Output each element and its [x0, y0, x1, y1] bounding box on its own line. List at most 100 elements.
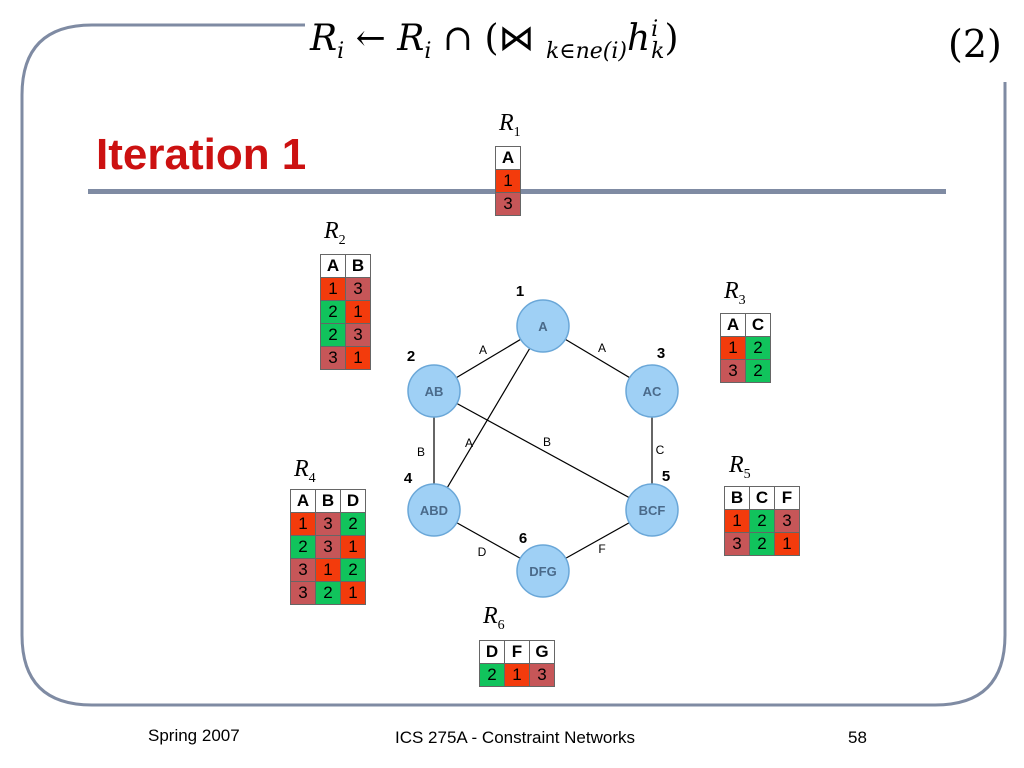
table-cell: 3 [774, 509, 800, 533]
label-R3: R3 [724, 278, 746, 309]
table-cell: 2 [749, 509, 775, 533]
table-cell: 1 [340, 535, 366, 559]
label-R3-letter: R [724, 278, 739, 304]
formula-cap: ∩ [442, 18, 474, 59]
formula-close: ) [664, 18, 679, 59]
table-cell: 1 [340, 581, 366, 605]
table-cell: 1 [345, 346, 371, 370]
formula-join: ⋈ [498, 18, 535, 59]
label-R4: R4 [294, 456, 316, 487]
table-cell: 3 [315, 535, 341, 559]
table-cell: 1 [345, 300, 371, 324]
table-cell: 3 [315, 512, 341, 536]
table-cell: 3 [345, 277, 371, 301]
formula-lhs: R [310, 18, 338, 59]
column-header: B [315, 489, 341, 513]
table-cell: 3 [724, 532, 750, 556]
table-cell: 1 [504, 663, 530, 687]
table-cell: 3 [495, 192, 521, 216]
table-cell: 3 [290, 581, 316, 605]
formula-h-sub: k [651, 39, 665, 64]
label-R5-sub: 5 [743, 466, 751, 482]
table-cell: 3 [720, 359, 746, 383]
table-row: 1 [495, 169, 521, 193]
table-cell: 1 [774, 532, 800, 556]
column-header: B [345, 254, 371, 278]
table-cell: 1 [724, 509, 750, 533]
column-header: F [774, 486, 800, 510]
table-cell: 2 [479, 663, 505, 687]
formula-join-sub: k∈ne(i) [545, 39, 627, 65]
label-R1-sub: 1 [513, 124, 521, 140]
label-R2: R2 [324, 218, 346, 249]
table-row: 3 [495, 192, 521, 216]
column-header: D [340, 489, 366, 513]
label-R4-sub: 4 [308, 470, 316, 486]
table-cell: 3 [529, 663, 555, 687]
slide-title: Iteration 1 [96, 130, 307, 179]
label-R1-letter: R [499, 110, 514, 136]
label-R4-letter: R [294, 456, 309, 482]
formula-lhs-sub: i [337, 39, 345, 65]
table-header-row: A [495, 146, 521, 170]
label-R2-sub: 2 [338, 232, 346, 248]
table-cell: 1 [315, 558, 341, 582]
column-header: A [320, 254, 346, 278]
table-cell: 3 [345, 323, 371, 347]
table-cell: 2 [340, 558, 366, 582]
footer-date: Spring 2007 [148, 726, 240, 745]
label-R5-letter: R [729, 452, 744, 478]
table-cell: 1 [320, 277, 346, 301]
column-header: A [495, 146, 521, 170]
formula-rhs: R [397, 18, 425, 59]
column-header: C [745, 313, 771, 337]
formula-number: (2) [948, 22, 1002, 66]
table-cell: 1 [720, 336, 746, 360]
label-R6-letter: R [483, 603, 498, 629]
column-header: C [749, 486, 775, 510]
table-cell: 3 [320, 346, 346, 370]
column-header: F [504, 640, 530, 664]
table-cell: 2 [745, 336, 771, 360]
label-R2-letter: R [324, 218, 339, 244]
table-cell: 2 [340, 512, 366, 536]
column-header: A [290, 489, 316, 513]
table-cell: 1 [290, 512, 316, 536]
table-cell: 2 [320, 300, 346, 324]
formula-open: ( [484, 18, 499, 59]
table-cell: 2 [320, 323, 346, 347]
column-header: B [724, 486, 750, 510]
footer-page-number: 58 [848, 728, 867, 747]
column-header: G [529, 640, 555, 664]
table-cell: 2 [745, 359, 771, 383]
table-cell: 2 [290, 535, 316, 559]
formula-h: h [626, 18, 651, 59]
table-cell: 2 [315, 581, 341, 605]
label-R1: R1 [499, 110, 521, 141]
label-R6: R6 [483, 603, 505, 634]
label-R5: R5 [729, 452, 751, 483]
column-header: D [479, 640, 505, 664]
table-cell: 3 [290, 558, 316, 582]
